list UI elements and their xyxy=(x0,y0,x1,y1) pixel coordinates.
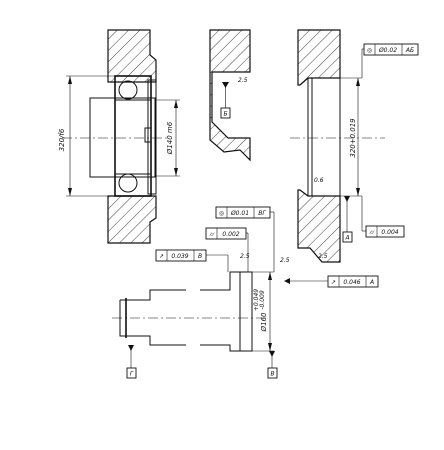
svg-text:0.046: 0.046 xyxy=(343,279,360,286)
fcf-cylindricity-mid: ⌭ 0.002 xyxy=(205,227,249,272)
housing-bottom-section xyxy=(107,195,157,244)
svg-text:А: А xyxy=(369,279,374,286)
datum-box-a xyxy=(342,231,353,243)
svg-text:0.039: 0.039 xyxy=(171,253,188,260)
fcf-runout-right: ↗ 0.046 А xyxy=(284,275,379,288)
dim-shaft-lower: Ø160 xyxy=(260,312,268,332)
svg-text:Ø0.01: Ø0.01 xyxy=(230,210,249,217)
chamfer-small: 2.5 xyxy=(280,257,290,264)
svg-text:AБ: AБ xyxy=(405,47,414,54)
housing-bore-view: 320+0.019 0.6 ◎ Ø0.02 AБ А ⌭ 0.004 2.5 xyxy=(290,29,419,263)
svg-text:В: В xyxy=(198,253,202,260)
datum-box-g xyxy=(126,367,137,379)
svg-text:Ø0.02: Ø0.02 xyxy=(378,47,397,54)
bearing-assembly-view: 320/f6 Ø140 m6 xyxy=(58,29,180,244)
svg-text:ВГ: ВГ xyxy=(258,210,266,217)
svg-text:0.004: 0.004 xyxy=(381,229,398,236)
svg-text:⌭: ⌭ xyxy=(369,229,375,236)
roughness-left: 2.5 xyxy=(240,253,250,260)
fcf-cylindricity-bottom-right: ⌭ 0.004 xyxy=(361,196,405,238)
svg-text:↗: ↗ xyxy=(331,279,336,286)
dim-shaft-lower-tol-lower: -0.009 xyxy=(259,290,266,310)
lock-key xyxy=(144,127,152,143)
end-cover xyxy=(147,79,157,195)
bore-housing-top xyxy=(297,29,341,86)
roughness-right: 2.5 xyxy=(318,253,328,260)
datum-label-b-top: Б xyxy=(223,111,227,118)
chamfer-mid: 0.6 xyxy=(314,177,324,184)
shaft-body xyxy=(89,97,156,178)
dim-shaft-lower-tol-upper: +0.049 xyxy=(253,289,260,311)
dim-housing-bore: 320/f6 xyxy=(58,128,66,151)
fcf-runout-left: ↗ 0.039 В xyxy=(155,249,229,272)
fcf-coaxiality-top-right: ◎ Ø0.02 AБ xyxy=(361,43,419,78)
svg-text:◎: ◎ xyxy=(367,47,372,54)
svg-text:⌭: ⌭ xyxy=(209,231,215,238)
svg-text:↗: ↗ xyxy=(159,253,164,260)
bore-housing-bottom xyxy=(297,189,341,263)
housing-top-section xyxy=(107,29,157,83)
dim-shaft-seat: Ø140 m6 xyxy=(166,121,174,155)
svg-text:◎: ◎ xyxy=(219,210,224,217)
datum-box-v xyxy=(267,367,278,379)
datum-label-a: А xyxy=(344,235,349,242)
fcf-coaxiality-mid: ◎ Ø0.01 ВГ xyxy=(215,206,275,272)
svg-text:0.002: 0.002 xyxy=(222,231,239,238)
datum-label-v: В xyxy=(270,371,274,378)
shaft-view: Ø160 +0.049 -0.009 2.5 2.5 Г В ◎ Ø0.01 В… xyxy=(112,206,379,379)
housing-partial-section xyxy=(209,29,251,162)
bore-surface xyxy=(307,77,341,197)
shaft-left-portion xyxy=(119,289,186,346)
dim-bore-right: 320+0.019 xyxy=(349,118,357,158)
bearing-ball-top xyxy=(118,80,138,100)
housing-partial-view: Б 2.5 xyxy=(209,29,251,162)
roughness-top: 2.5 xyxy=(238,77,248,84)
datum-label-g: Г xyxy=(130,371,134,378)
shaft-right-portion xyxy=(200,271,253,352)
